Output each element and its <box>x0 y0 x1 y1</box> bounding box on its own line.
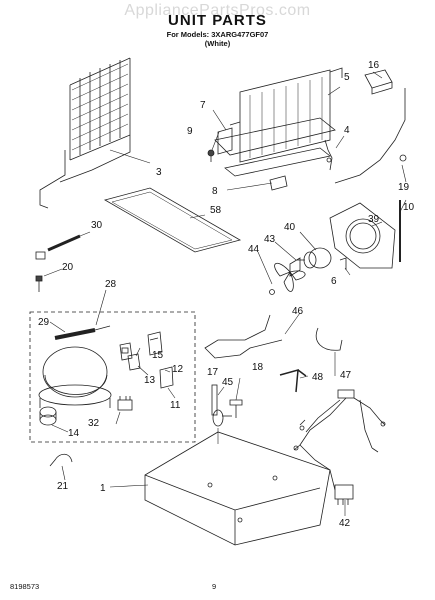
callout-16: 16 <box>368 60 380 71</box>
callout-15: 15 <box>152 350 164 361</box>
callout-48: 48 <box>312 372 324 383</box>
callout-13: 13 <box>144 375 156 386</box>
relay-part-15 <box>119 342 133 361</box>
callout-7: 7 <box>200 100 206 111</box>
callout-46: 46 <box>292 306 304 317</box>
evaporator-assembly <box>214 67 343 163</box>
terminal-part-32 <box>117 396 133 411</box>
grommet-part-14 <box>39 406 57 426</box>
callout-47: 47 <box>340 370 352 381</box>
wire-harness-part-42 <box>293 389 386 505</box>
callout-1: 1 <box>100 483 106 494</box>
bolt-part-18 <box>229 399 243 418</box>
tube-part-46 <box>204 314 283 359</box>
leader-lines <box>43 71 407 516</box>
clip-part-8 <box>269 175 288 191</box>
callout-9: 9 <box>187 126 193 137</box>
clip-part-21 <box>49 453 73 467</box>
callout-11: 11 <box>170 400 181 411</box>
tube-part-19 <box>334 88 407 184</box>
callout-12: 12 <box>172 364 184 375</box>
fan-motor-part-40 <box>297 247 332 269</box>
callout-44: 44 <box>248 244 260 255</box>
callout-21: 21 <box>57 481 69 492</box>
capacitor-part-29 <box>54 325 111 340</box>
drain-pan-part-58 <box>103 187 242 253</box>
clip-part-11 <box>159 366 174 389</box>
watermark: AppliancePartsPros.com <box>124 2 311 19</box>
callout-labels: 3 5 16 4 7 9 8 58 19 10 30 20 28 29 15 1… <box>38 60 415 529</box>
callout-43: 43 <box>264 234 276 245</box>
callout-42: 42 <box>339 518 351 529</box>
screw-part-9 <box>207 149 215 162</box>
sensor-part-4 <box>324 139 333 171</box>
foam-part-16 <box>364 69 393 95</box>
callout-39: 39 <box>368 214 380 225</box>
post-part-45 <box>211 384 218 416</box>
callout-45: 45 <box>222 377 234 388</box>
page-number: 9 <box>212 582 217 591</box>
compressor-kit-box <box>29 311 196 443</box>
heater-part-30 <box>35 234 81 260</box>
callout-17: 17 <box>207 367 219 378</box>
callout-28: 28 <box>105 279 117 290</box>
color-line: (White) <box>204 39 231 48</box>
tube-part-48 <box>279 368 307 393</box>
callout-18: 18 <box>252 362 264 373</box>
condenser-coil <box>39 57 131 209</box>
hose-part-47 <box>315 327 343 351</box>
callout-40: 40 <box>284 222 296 233</box>
callout-10: 10 <box>403 202 415 213</box>
compressor <box>38 346 112 408</box>
callout-29: 29 <box>38 317 50 328</box>
doc-number: 8198573 <box>10 582 40 591</box>
page-title: UNIT PARTS <box>168 12 267 29</box>
models-line: For Models: 3XARG477GF07 <box>166 30 269 39</box>
callout-4: 4 <box>344 125 350 136</box>
callout-5: 5 <box>344 72 350 83</box>
screw-part-20 <box>35 275 43 292</box>
callout-19: 19 <box>398 182 410 193</box>
wheel-part-17 <box>212 409 232 427</box>
callout-8: 8 <box>212 186 218 197</box>
callout-20: 20 <box>62 262 74 273</box>
callout-30: 30 <box>91 220 103 231</box>
screw-part-6 <box>339 257 347 270</box>
callout-6: 6 <box>331 276 337 287</box>
callout-58: 58 <box>210 205 222 216</box>
bracket-part-43 <box>289 257 301 277</box>
base-pan-part-1 <box>144 431 331 546</box>
fan-shroud-part-39 <box>329 202 396 269</box>
overload-part-13 <box>127 353 141 371</box>
callout-32: 32 <box>88 418 100 429</box>
callout-3: 3 <box>156 167 162 178</box>
callout-14: 14 <box>68 428 80 439</box>
drain-trough <box>224 147 331 177</box>
relay-cover-part-12 <box>147 331 163 356</box>
fan-blade-part-44 <box>269 263 306 295</box>
